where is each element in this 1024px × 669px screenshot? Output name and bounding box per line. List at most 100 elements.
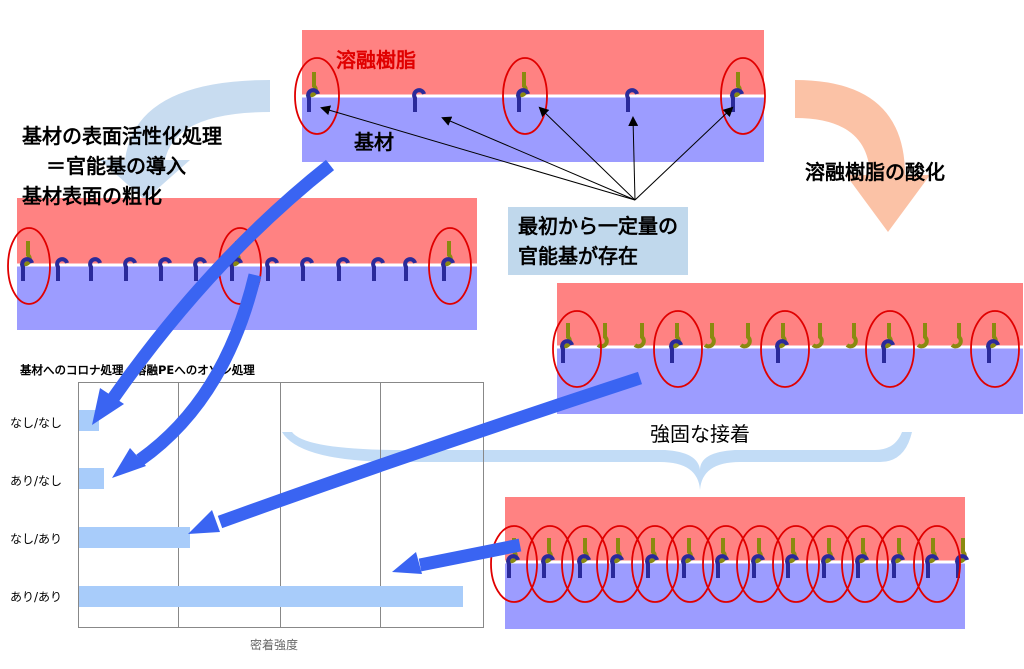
resin-group-icon [703, 323, 716, 349]
resin-group-icon [633, 323, 646, 349]
functional-group-icon [560, 339, 574, 363]
bond-ellipse [490, 525, 538, 603]
bond-ellipse [526, 525, 574, 603]
category-label-3: あり/あり [10, 590, 63, 604]
functional-group-icon [300, 257, 314, 281]
curved-arrow-left [100, 80, 270, 200]
functional-group-icon [891, 554, 905, 578]
chart-frame [78, 382, 484, 628]
bond-ellipse [596, 525, 644, 603]
bond-ellipse [806, 525, 854, 603]
bond-ellipse [294, 57, 340, 135]
functional-group-icon [645, 554, 659, 578]
chart-xlabel: 密着強度 [250, 638, 299, 652]
flow-arrow-head [92, 388, 124, 425]
curved-arrow-right [795, 80, 930, 232]
bond-ellipse [970, 310, 1020, 388]
bond-ellipse [736, 525, 784, 603]
flow-arrow [217, 371, 643, 529]
flow-arrow-head [392, 552, 422, 574]
category-label-1: あり/なし [10, 474, 63, 488]
resin-group-icon [739, 323, 752, 349]
bond-ellipse [841, 525, 889, 603]
functional-group-icon [785, 554, 799, 578]
note-line2: 官能基が存在 [518, 244, 638, 268]
bond-ellipse [913, 525, 961, 603]
functional-group-icon [123, 257, 137, 281]
bond-ellipse [631, 525, 679, 603]
bond-ellipse [7, 227, 51, 305]
chart-gridline [178, 382, 179, 627]
bar-3 [79, 586, 463, 607]
resin-group-icon [916, 323, 929, 349]
bar-0 [79, 410, 99, 431]
functional-group-icon [577, 554, 591, 578]
bond-ellipse [772, 525, 820, 603]
functional-group-icon [986, 339, 1000, 363]
bond-ellipse [876, 525, 924, 603]
functional-group-icon [821, 554, 835, 578]
bond-ellipse [428, 227, 472, 305]
resin-group-icon [811, 323, 824, 349]
left-caption-line1: 基材の表面活性化処理 [22, 124, 222, 148]
bond-ellipse [502, 57, 548, 135]
note-line1: 最初から一定量の [518, 214, 678, 238]
strong-bond-label: 強固な接着 [650, 422, 750, 446]
bond-ellipse [865, 310, 915, 388]
resin-label: 溶融樹脂 [336, 48, 416, 72]
functional-group-icon [20, 257, 34, 281]
bond-ellipse [653, 310, 703, 388]
functional-group-icon [371, 257, 385, 281]
substrate-label: 基材 [354, 130, 394, 154]
functional-group-icon [541, 554, 555, 578]
right-caption: 溶融樹脂の酸化 [805, 160, 945, 184]
functional-group-icon [441, 257, 455, 281]
chart-gridline [380, 382, 381, 627]
functional-group-icon [265, 257, 279, 281]
functional-group-icon [506, 554, 520, 578]
flow-arrow [106, 159, 335, 404]
resin-group-icon [845, 323, 858, 349]
functional-group-icon [925, 554, 939, 578]
functional-group-icon [681, 554, 695, 578]
bond-ellipse [561, 525, 609, 603]
note-box: 最初から一定量の 官能基が存在 [508, 207, 688, 275]
bond-ellipse [666, 525, 714, 603]
functional-group-icon [610, 554, 624, 578]
functional-group-icon [193, 257, 207, 281]
functional-group-icon [855, 554, 869, 578]
functional-group-icon [88, 257, 102, 281]
flow-arrow [418, 538, 522, 572]
bar-2 [79, 527, 190, 548]
functional-group-icon [412, 88, 426, 112]
right-panel-resin [557, 283, 1023, 346]
left-caption-line2: ＝官能基の導入 [46, 154, 186, 178]
functional-group-icon [881, 339, 895, 363]
category-label-0: なし/なし [10, 416, 63, 430]
bond-ellipse [702, 525, 750, 603]
functional-group-icon [516, 88, 530, 112]
left-caption-line3: 基材表面の粗化 [22, 184, 162, 208]
functional-group-icon [715, 554, 729, 578]
functional-group-icon [751, 554, 765, 578]
pointer-arrows [320, 105, 734, 201]
resin-group-icon [596, 323, 609, 349]
category-label-2: なし/あり [10, 532, 63, 546]
bar-1 [79, 468, 104, 489]
functional-group-icon [306, 88, 320, 112]
functional-group-icon [403, 257, 417, 281]
flow-arrow-head [112, 448, 146, 478]
functional-group-icon [55, 257, 69, 281]
functional-group-icon [625, 88, 639, 112]
flow-arrow-head [188, 510, 220, 534]
bond-ellipse [720, 57, 766, 135]
top-panel-resin [302, 30, 764, 95]
bond-ellipse [760, 310, 810, 388]
functional-group-icon [158, 257, 172, 281]
resin-group-icon [950, 323, 963, 349]
brace-shape [282, 432, 912, 490]
functional-group-icon [775, 339, 789, 363]
bond-ellipse [552, 310, 602, 388]
